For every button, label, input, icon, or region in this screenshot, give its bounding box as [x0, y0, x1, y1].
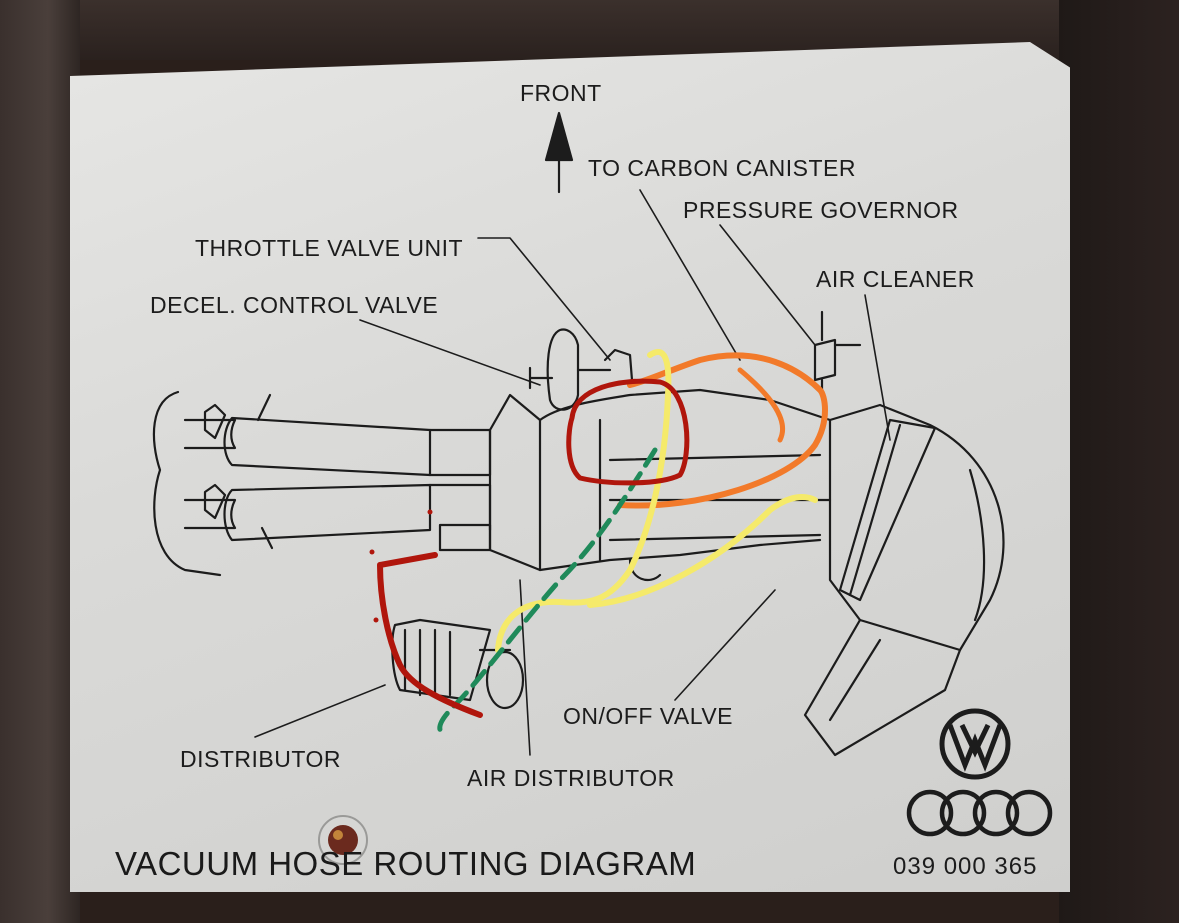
red-hose: [377, 552, 483, 718]
distributor: [391, 618, 525, 710]
front-arrow-icon: [544, 111, 574, 194]
air-cleaner: [803, 310, 1005, 757]
throttle-body: [488, 328, 832, 582]
orange-hose: [617, 352, 828, 509]
background-left: [0, 0, 80, 923]
label-throttle-valve-unit: THROTTLE VALVE UNIT: [195, 235, 464, 261]
label-air-cleaner: AIR CLEANER: [816, 266, 975, 292]
part-number: 039 000 365: [893, 853, 1038, 880]
label-on-off-valve: ON/OFF VALVE: [563, 703, 734, 729]
label-pressure-governor: PRESSURE GOVERNOR: [683, 197, 959, 223]
background-right: [1059, 0, 1179, 923]
label-carbon-canister: TO CARBON CANISTER: [588, 155, 856, 181]
vw-logo-icon: [939, 708, 1011, 780]
audi-logo-icon: [906, 789, 1053, 837]
label-front: FRONT: [520, 80, 602, 106]
diagram-title: VACUUM HOSE ROUTING DIAGRAM: [115, 845, 697, 882]
hose-annotations: [369, 349, 828, 738]
red-circle-highlight: [566, 378, 690, 486]
leader-lines: [254, 189, 891, 756]
label-decel-control-valve: DECEL. CONTROL VALVE: [150, 292, 439, 318]
label-distributor: DISTRIBUTOR: [180, 746, 341, 772]
green-hose: [437, 447, 658, 738]
intake-manifold: [152, 390, 492, 577]
yellow-hose: [495, 349, 672, 653]
label-air-distributor: AIR DISTRIBUTOR: [467, 765, 675, 791]
rivet-hole: [318, 815, 368, 865]
